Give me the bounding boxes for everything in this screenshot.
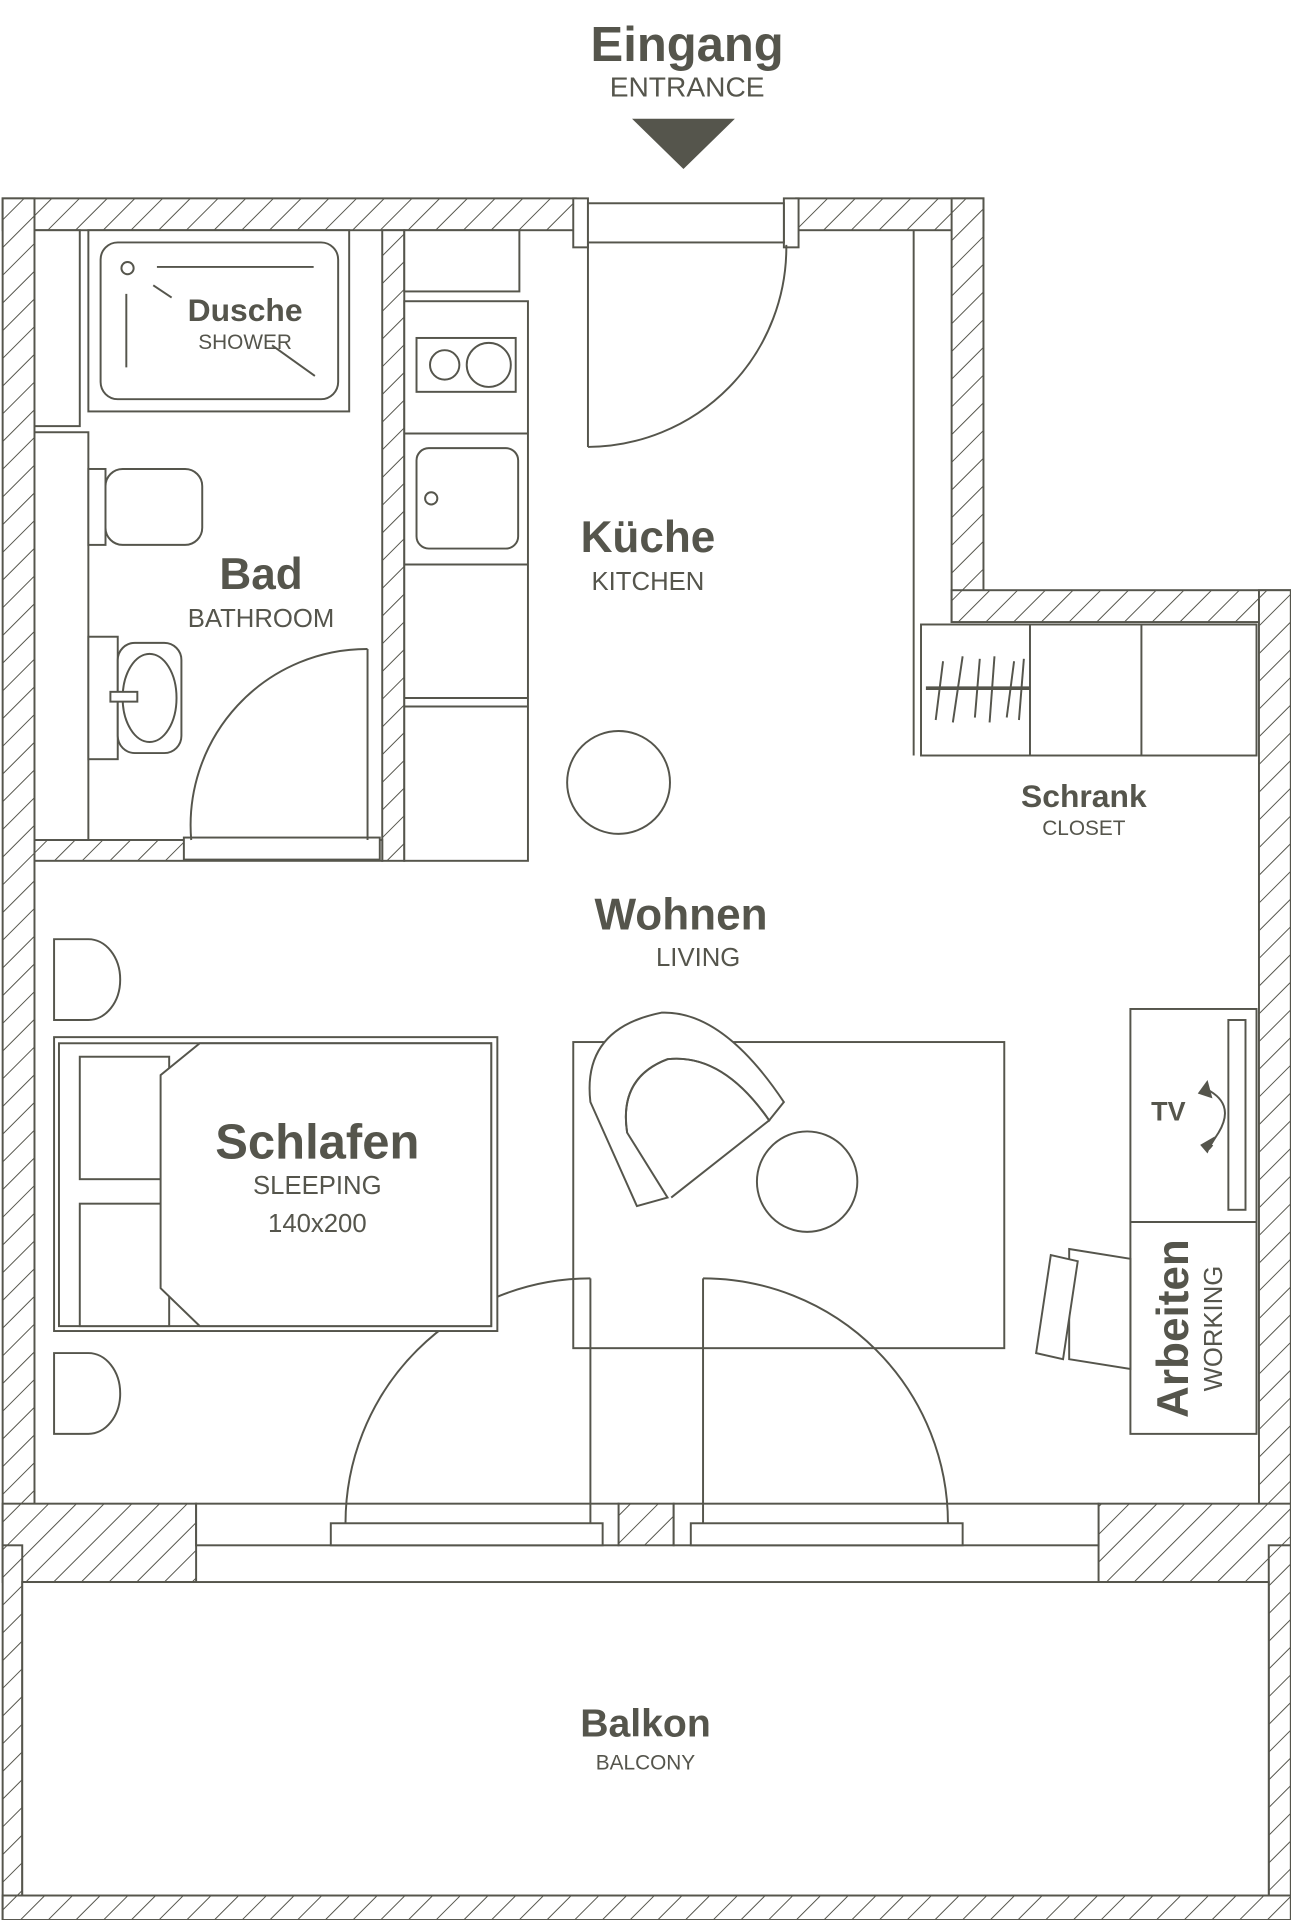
kitchen-subtitle: KITCHEN bbox=[592, 568, 705, 596]
living-title: Wohnen bbox=[594, 890, 767, 939]
entrance-title: Eingang bbox=[591, 18, 784, 72]
entrance-label: Eingang ENTRANCE bbox=[591, 18, 784, 169]
working-title: Arbeiten bbox=[1149, 1239, 1198, 1418]
tv-label: TV bbox=[1151, 1096, 1185, 1126]
closet-subtitle: CLOSET bbox=[1042, 817, 1126, 840]
bathroom-subtitle: BATHROOM bbox=[188, 605, 335, 633]
walls bbox=[1, 197, 1291, 1920]
living: Wohnen LIVING bbox=[344, 890, 1006, 1524]
bed-size: 140x200 bbox=[268, 1210, 367, 1238]
entrance-arrow-icon bbox=[632, 118, 735, 169]
kitchen-title: Küche bbox=[581, 513, 716, 562]
closet-title: Schrank bbox=[1021, 778, 1147, 814]
balcony: Balkon BALCONY bbox=[580, 1702, 711, 1774]
balcony-title: Balkon bbox=[580, 1702, 711, 1745]
shower-title: Dusche bbox=[188, 292, 303, 328]
tv-rotate-arrow-icon bbox=[1197, 1080, 1213, 1099]
living-subtitle: LIVING bbox=[656, 944, 740, 972]
closet: Schrank CLOSET bbox=[920, 623, 1258, 840]
entrance-subtitle: ENTRANCE bbox=[610, 72, 765, 103]
sleeping-subtitle: SLEEPING bbox=[253, 1172, 382, 1200]
sleeping-title: Schlafen bbox=[215, 1115, 419, 1169]
bathroom: Dusche SHOWER Bad BATHROOM bbox=[33, 229, 369, 841]
shower-subtitle: SHOWER bbox=[198, 331, 292, 354]
kitchen: Küche KITCHEN bbox=[403, 229, 716, 862]
tv-working: TV Arbeiten WORKING bbox=[1035, 1008, 1258, 1435]
bathroom-title: Bad bbox=[219, 550, 302, 599]
working-subtitle: WORKING bbox=[1200, 1266, 1228, 1392]
balcony-subtitle: BALCONY bbox=[596, 1751, 696, 1774]
entrance-door bbox=[572, 197, 800, 448]
sleeping: Schlafen SLEEPING 140x200 bbox=[53, 938, 499, 1435]
